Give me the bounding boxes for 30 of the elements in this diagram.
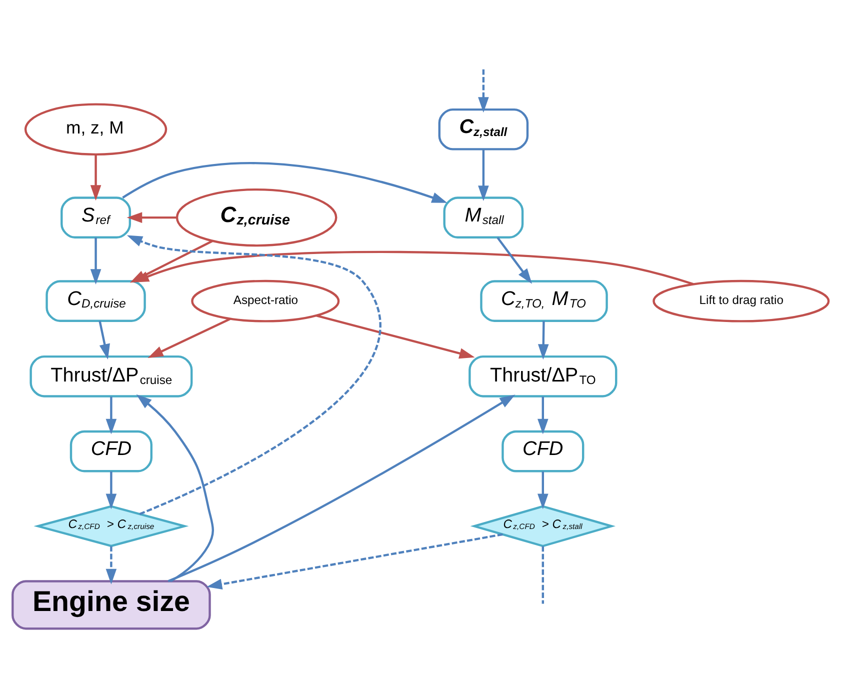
node-diamond: Cz,CFD > Cz,stall: [470, 505, 616, 548]
arrow: [496, 236, 532, 284]
arrow: [168, 394, 516, 582]
node-box: CFD: [70, 430, 152, 472]
node-ellipse: Lift to drag ratio: [652, 280, 830, 322]
arrow: [538, 471, 548, 510]
node-ellipse: Aspect-ratio: [191, 280, 340, 322]
connector: [542, 546, 544, 604]
node-ellipse: m, z, M: [24, 103, 168, 156]
node-box: Engine size: [12, 580, 211, 630]
node-box: CFD: [502, 430, 584, 472]
arrow: [122, 162, 448, 203]
arrow: [126, 212, 177, 223]
arrow: [478, 69, 489, 113]
arrow: [316, 314, 475, 359]
arrow: [133, 250, 694, 286]
arrow: [90, 154, 102, 201]
arrow: [106, 471, 117, 510]
node-diamond: Cz,CFD > Cz,cruise: [34, 505, 189, 548]
arrow: [478, 150, 489, 202]
arrow: [538, 321, 549, 360]
arrow: [126, 235, 382, 516]
arrow: [538, 396, 548, 434]
arrow: [148, 318, 230, 358]
arrow: [206, 533, 503, 590]
arrow: [106, 546, 117, 584]
arrow: [106, 396, 117, 434]
arrow: [90, 238, 102, 285]
arrow: [98, 320, 110, 360]
arrow: [136, 394, 214, 582]
